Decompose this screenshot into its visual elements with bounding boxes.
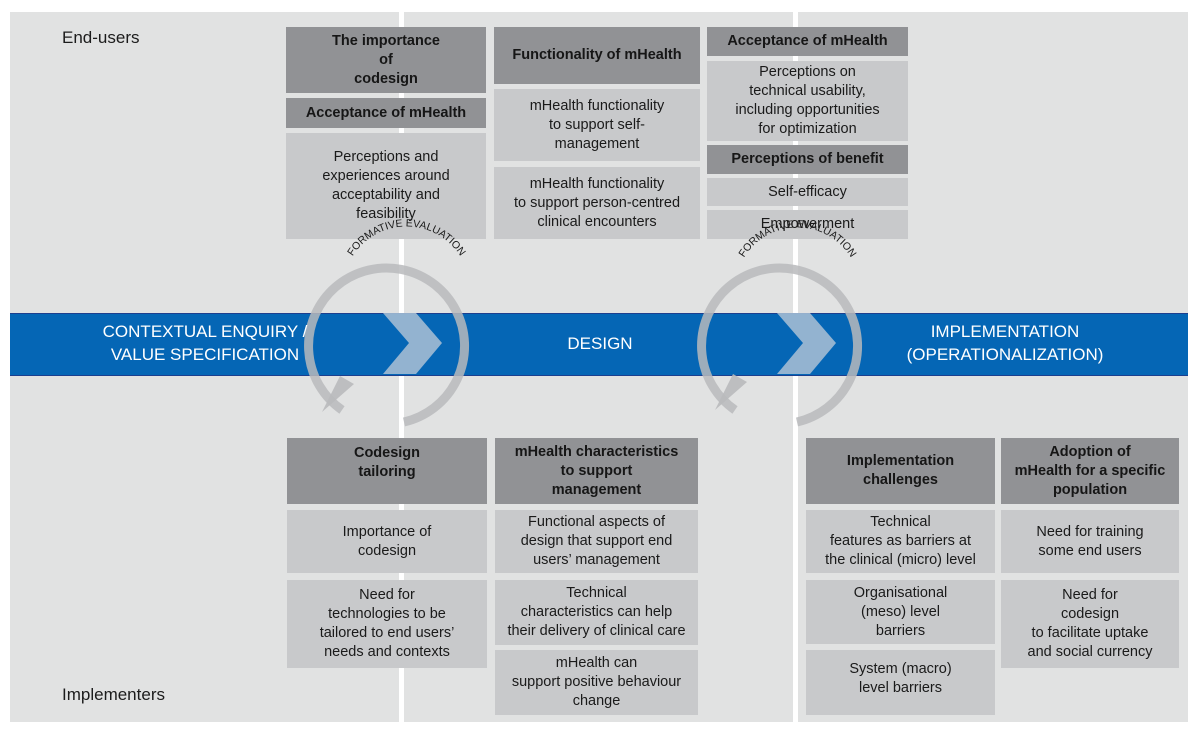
chevron-arrow-2-icon — [777, 313, 836, 374]
box-self-efficacy: Self-efficacy — [707, 178, 908, 206]
box-need-tailored-technologies: Need for technologies to be tailored to … — [287, 580, 487, 668]
phase-label-design: DESIGN — [567, 334, 633, 353]
box-need-for-training: Need for training some end users — [1001, 510, 1179, 573]
box-mhealth-characteristics: mHealth characteristics to support manag… — [495, 438, 698, 504]
box-importance-of-codesign-2: Importance of codesign — [287, 510, 487, 573]
box-empowerment: Empowerment — [707, 210, 908, 239]
cycle-arc-1 — [304, 263, 470, 427]
box-importance-of-codesign: The importance of codesign — [286, 27, 486, 93]
box-organisational-barriers-meso: Organisational (meso) level barriers — [806, 580, 995, 644]
phase-label-implementation: IMPLEMENTATION (OPERATIONALIZATION) — [906, 322, 1104, 364]
box-perceptions-of-benefit: Perceptions of benefit — [707, 145, 908, 174]
box-implementation-challenges: Implementation challenges — [806, 438, 995, 504]
phase-label-contextual-enquiry: CONTEXTUAL ENQUIRY / VALUE SPECIFICATION — [102, 322, 308, 364]
cycle-arrowhead-1-icon — [322, 376, 354, 412]
box-perceptions-technical-usability: Perceptions on technical usability, incl… — [707, 61, 908, 141]
box-acceptance-of-mhealth-2: Acceptance of mHealth — [707, 27, 908, 56]
box-system-barriers-macro: System (macro) level barriers — [806, 650, 995, 715]
cycle-arc-2 — [697, 263, 863, 427]
box-technical-barriers-micro: Technical features as barriers at the cl… — [806, 510, 995, 573]
box-perceptions-acceptability: Perceptions and experiences around accep… — [286, 133, 486, 239]
formative-evaluation-cycle-2: FORMATIVE EVALUATION — [697, 218, 863, 427]
cycle-label-2: FORMATIVE EVALUATION — [736, 218, 858, 259]
box-need-for-codesign-uptake: Need for codesign to facilitate uptake a… — [1001, 580, 1179, 668]
box-technical-characteristics: Technical characteristics can help their… — [495, 580, 698, 645]
lane-label-end-users: End-users — [62, 28, 140, 47]
cycle-label-1: FORMATIVE EVALUATION — [345, 217, 468, 258]
box-functionality-of-mhealth: Functionality of mHealth — [494, 27, 700, 84]
chevron-arrow-1-icon — [383, 313, 442, 374]
box-functionality-self-management: mHealth functionality to support self- m… — [494, 89, 700, 161]
box-positive-behaviour-change: mHealth can support positive behaviour c… — [495, 650, 698, 715]
box-codesign-tailoring: Codesign tailoring — [287, 438, 487, 504]
lane-label-implementers: Implementers — [62, 685, 165, 704]
phase-band — [10, 313, 1188, 376]
box-acceptance-of-mhealth: Acceptance of mHealth — [286, 98, 486, 128]
cycle-arrowhead-2-icon — [715, 374, 747, 410]
box-functional-aspects: Functional aspects of design that suppor… — [495, 510, 698, 573]
box-adoption-specific-population: Adoption of mHealth for a specific popul… — [1001, 438, 1179, 504]
box-functionality-clinical-encounters: mHealth functionality to support person-… — [494, 167, 700, 239]
